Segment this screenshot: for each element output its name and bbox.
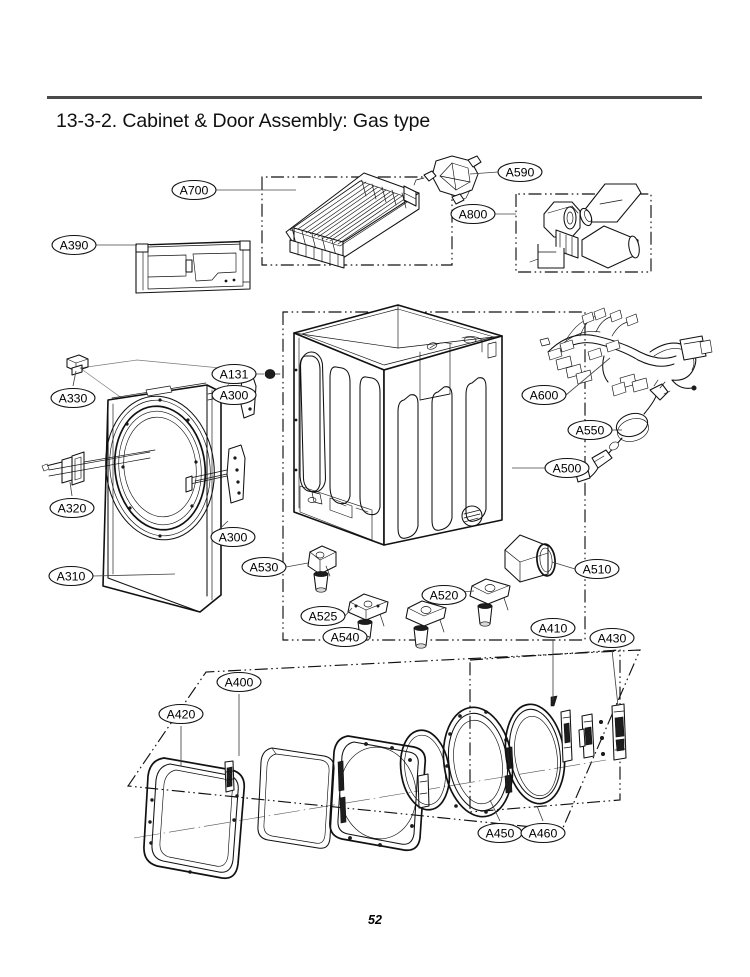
callout-a330[interactable]: A330 xyxy=(50,387,96,409)
part-leveling-foot-bracket xyxy=(469,578,511,627)
callout-a520-label: A520 xyxy=(430,589,459,603)
part-door-outer-frame-b xyxy=(329,735,430,852)
callout-a500-label: A500 xyxy=(553,462,582,476)
part-drying-rack xyxy=(285,172,420,269)
callout-a420-label: A420 xyxy=(167,708,196,722)
header-rule xyxy=(47,96,702,99)
callout-a390-label: A390 xyxy=(60,239,89,253)
callout-a131[interactable]: A131 xyxy=(211,363,257,385)
callout-a600[interactable]: A600 xyxy=(521,384,567,406)
callout-a530-label: A530 xyxy=(250,561,279,575)
callout-a400-label: A400 xyxy=(225,676,254,690)
page-title: 13-3-2. Cabinet & Door Assembly: Gas typ… xyxy=(56,110,431,132)
callout-a430[interactable]: A430 xyxy=(589,627,635,649)
part-cabinet-assembly xyxy=(293,304,503,546)
callout-a460[interactable]: A460 xyxy=(520,822,566,844)
part-door-handle xyxy=(224,760,235,793)
callout-a540[interactable]: A540 xyxy=(322,626,368,648)
part-leg-bracket-rear xyxy=(307,545,337,593)
callout-a310[interactable]: A310 xyxy=(48,565,94,587)
callout-a310-label: A310 xyxy=(57,570,86,584)
callout-a600-label: A600 xyxy=(530,389,559,403)
callout-a330-label: A330 xyxy=(59,392,88,406)
callout-a590[interactable]: A590 xyxy=(497,161,543,183)
part-door-hinge-pin xyxy=(550,695,558,707)
part-door-hinge-plates xyxy=(560,703,627,763)
callout-a390[interactable]: A390 xyxy=(51,234,97,256)
callout-a700[interactable]: A700 xyxy=(171,179,217,201)
callout-a410-label: A410 xyxy=(539,622,568,636)
callout-a460-label: A460 xyxy=(529,827,558,841)
callout-a510[interactable]: A510 xyxy=(574,558,620,580)
callout-a131-label: A131 xyxy=(220,368,249,382)
callout-a300-upper-label: A300 xyxy=(220,389,249,403)
callout-a320[interactable]: A320 xyxy=(49,497,95,519)
part-door-inner-panel xyxy=(257,747,335,849)
callout-a510-label: A510 xyxy=(583,563,612,577)
callout-a525-label: A525 xyxy=(309,610,338,624)
callout-a500[interactable]: A500 xyxy=(544,457,590,479)
callout-a530[interactable]: A530 xyxy=(241,556,287,578)
callout-a525[interactable]: A525 xyxy=(300,605,346,627)
callout-a420[interactable]: A420 xyxy=(158,703,204,725)
callout-a450-label: A450 xyxy=(486,827,515,841)
callout-a520[interactable]: A520 xyxy=(421,584,467,606)
part-rear-panel xyxy=(135,240,251,294)
part-leveling-foot-center xyxy=(405,600,447,649)
callout-bubbles: A700 A590 A800 A390 A330 A131 xyxy=(48,161,635,844)
callout-a410[interactable]: A410 xyxy=(530,617,576,639)
part-wire-harness xyxy=(539,307,713,397)
part-door-catch xyxy=(66,354,89,376)
callout-a300-lower-label: A300 xyxy=(219,531,248,545)
callout-a300-upper[interactable]: A300 xyxy=(211,384,257,406)
part-blower-housing xyxy=(413,155,482,205)
callout-a400[interactable]: A400 xyxy=(216,671,262,693)
part-door-assembly xyxy=(102,382,222,613)
callout-a430-label: A430 xyxy=(598,632,627,646)
callout-a800-label: A800 xyxy=(459,208,488,222)
part-door-strike xyxy=(41,449,156,486)
page-number: 52 xyxy=(368,913,382,927)
callout-a700-label: A700 xyxy=(180,184,209,198)
callout-a550-label: A550 xyxy=(576,424,605,438)
part-exhaust-duct xyxy=(504,534,556,583)
part-gas-burner-kit xyxy=(529,183,642,269)
callout-a550[interactable]: A550 xyxy=(567,419,613,441)
part-screw-a131 xyxy=(264,369,281,379)
callout-a320-label: A320 xyxy=(58,502,87,516)
part-hinge-lower xyxy=(185,444,246,504)
callout-a450[interactable]: A450 xyxy=(477,822,523,844)
callout-a300-lower[interactable]: A300 xyxy=(210,526,256,548)
callout-a800[interactable]: A800 xyxy=(450,203,496,225)
callout-a540-label: A540 xyxy=(331,631,360,645)
callout-a590-label: A590 xyxy=(506,166,535,180)
